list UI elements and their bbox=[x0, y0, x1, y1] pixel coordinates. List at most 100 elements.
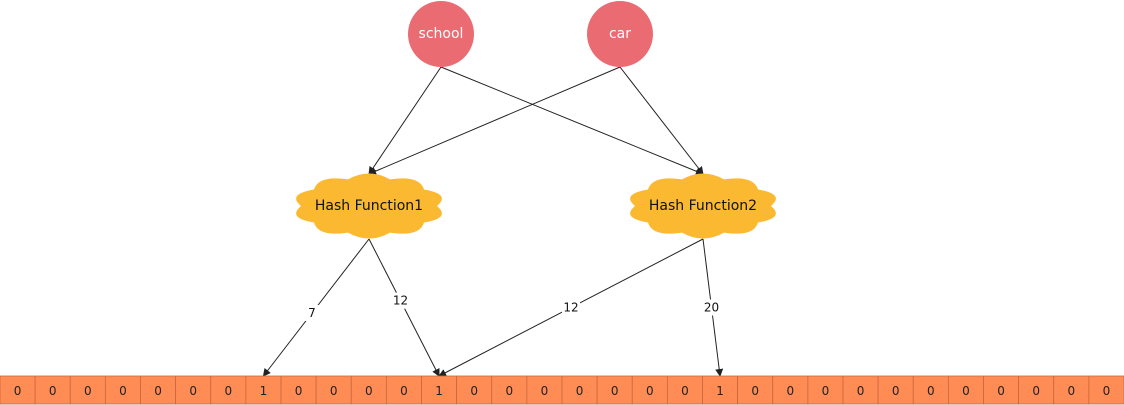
bit-cell-value: 0 bbox=[822, 384, 830, 398]
bit-cell-box bbox=[1018, 375, 1055, 405]
bit-cell-0: 0 bbox=[0, 375, 36, 405]
bit-cell-value: 0 bbox=[962, 384, 970, 398]
bit-cell-box bbox=[807, 375, 844, 405]
bit-cell-box bbox=[456, 375, 493, 405]
bit-cell-23: 0 bbox=[807, 375, 844, 405]
bit-cell-box bbox=[947, 375, 984, 405]
bit-cell-value: 0 bbox=[541, 384, 549, 398]
bit-cell-value: 0 bbox=[119, 384, 127, 398]
bit-cell-box bbox=[631, 375, 668, 405]
bit-cell-28: 0 bbox=[983, 375, 1020, 405]
bit-cell-14: 0 bbox=[491, 375, 528, 405]
bit-cell-value: 0 bbox=[49, 384, 57, 398]
bit-cell-value: 0 bbox=[14, 384, 22, 398]
bit-cell-value: 0 bbox=[786, 384, 794, 398]
bit-cell-26: 0 bbox=[912, 375, 949, 405]
edge-school-to-h1 bbox=[368, 66, 442, 175]
bit-cell-box bbox=[421, 375, 458, 405]
bit-cell-6: 0 bbox=[210, 375, 247, 405]
bit-cell-7: 1 bbox=[245, 375, 282, 405]
edge-label-h1-7: 7 bbox=[308, 306, 316, 320]
edge-school-to-h2 bbox=[440, 66, 704, 176]
bit-cell-value: 0 bbox=[646, 384, 654, 398]
bit-cell-value: 0 bbox=[470, 384, 478, 398]
edge-label-h1-12: 12 bbox=[393, 294, 408, 308]
bit-cell-value: 0 bbox=[857, 384, 865, 398]
edge-label-bg bbox=[302, 304, 321, 321]
edge-label-bg bbox=[702, 299, 721, 316]
bit-cell-value: 0 bbox=[1103, 384, 1111, 398]
bit-cell-box bbox=[737, 375, 774, 405]
bit-cell-box bbox=[1088, 375, 1124, 405]
input-node-label: school bbox=[419, 26, 464, 42]
bit-cell-value: 0 bbox=[84, 384, 92, 398]
edge-label-bg bbox=[391, 292, 410, 309]
bit-cell-value: 0 bbox=[154, 384, 162, 398]
input-node-school: school bbox=[408, 1, 474, 67]
bit-cell-value: 0 bbox=[1067, 384, 1075, 398]
bit-cell-8: 0 bbox=[280, 375, 317, 405]
bit-cell-box bbox=[175, 375, 212, 405]
input-node-label: car bbox=[609, 26, 631, 42]
bit-cell-box bbox=[666, 375, 703, 405]
bit-cell-13: 0 bbox=[456, 375, 493, 405]
bit-cell-box bbox=[350, 375, 387, 405]
bit-cell-box bbox=[491, 375, 528, 405]
bit-cell-16: 0 bbox=[561, 375, 598, 405]
bit-cell-box bbox=[280, 375, 317, 405]
bit-cell-4: 0 bbox=[140, 375, 177, 405]
bit-cell-value: 0 bbox=[400, 384, 408, 398]
input-node-circle bbox=[408, 1, 474, 67]
bit-cell-30: 0 bbox=[1053, 375, 1090, 405]
bit-cell-value: 0 bbox=[997, 384, 1005, 398]
bit-cell-box bbox=[245, 375, 282, 405]
bit-cell-21: 0 bbox=[737, 375, 774, 405]
bit-cell-box bbox=[104, 375, 141, 405]
bit-cell-31: 0 bbox=[1088, 375, 1124, 405]
bit-cell-value: 0 bbox=[189, 384, 197, 398]
cloud-shape bbox=[630, 173, 776, 239]
bit-cell-value: 0 bbox=[927, 384, 935, 398]
bit-cell-17: 0 bbox=[596, 375, 633, 405]
bit-cell-box bbox=[69, 375, 106, 405]
bit-cell-19: 0 bbox=[666, 375, 703, 405]
bit-cell-11: 0 bbox=[385, 375, 422, 405]
bit-cell-value: 1 bbox=[435, 384, 443, 398]
bit-cell-value: 1 bbox=[716, 384, 724, 398]
edge-car-to-h2 bbox=[619, 66, 704, 175]
hash-function-node-h2: Hash Function2 bbox=[630, 173, 776, 239]
bit-cell-value: 0 bbox=[751, 384, 759, 398]
bit-cell-value: 0 bbox=[505, 384, 513, 398]
input-node-car: car bbox=[587, 1, 653, 67]
bit-cell-25: 0 bbox=[877, 375, 914, 405]
bit-cell-box bbox=[983, 375, 1020, 405]
bit-cell-value: 1 bbox=[260, 384, 268, 398]
input-node-circle bbox=[587, 1, 653, 67]
edge-car-to-h1 bbox=[368, 66, 621, 175]
hash-function-label: Hash Function2 bbox=[649, 198, 757, 214]
bit-cell-box bbox=[772, 375, 809, 405]
bit-cell-value: 0 bbox=[1032, 384, 1040, 398]
edge-label-bg bbox=[562, 299, 581, 316]
bit-cell-box bbox=[140, 375, 177, 405]
bit-cell-24: 0 bbox=[842, 375, 879, 405]
bit-cell-value: 0 bbox=[295, 384, 303, 398]
bit-cell-box bbox=[702, 375, 739, 405]
bit-cell-box bbox=[385, 375, 422, 405]
bit-cell-18: 0 bbox=[631, 375, 668, 405]
bit-cell-value: 0 bbox=[330, 384, 338, 398]
bit-cell-value: 0 bbox=[611, 384, 619, 398]
bit-cell-box bbox=[561, 375, 598, 405]
bit-cell-value: 0 bbox=[365, 384, 373, 398]
edge-label-h2-12: 12 bbox=[563, 301, 578, 315]
bit-cell-2: 0 bbox=[69, 375, 106, 405]
bit-cell-22: 0 bbox=[772, 375, 809, 405]
bit-cell-value: 0 bbox=[576, 384, 584, 398]
bit-cell-value: 0 bbox=[224, 384, 232, 398]
bit-cell-3: 0 bbox=[104, 375, 141, 405]
bit-cell-5: 0 bbox=[175, 375, 212, 405]
